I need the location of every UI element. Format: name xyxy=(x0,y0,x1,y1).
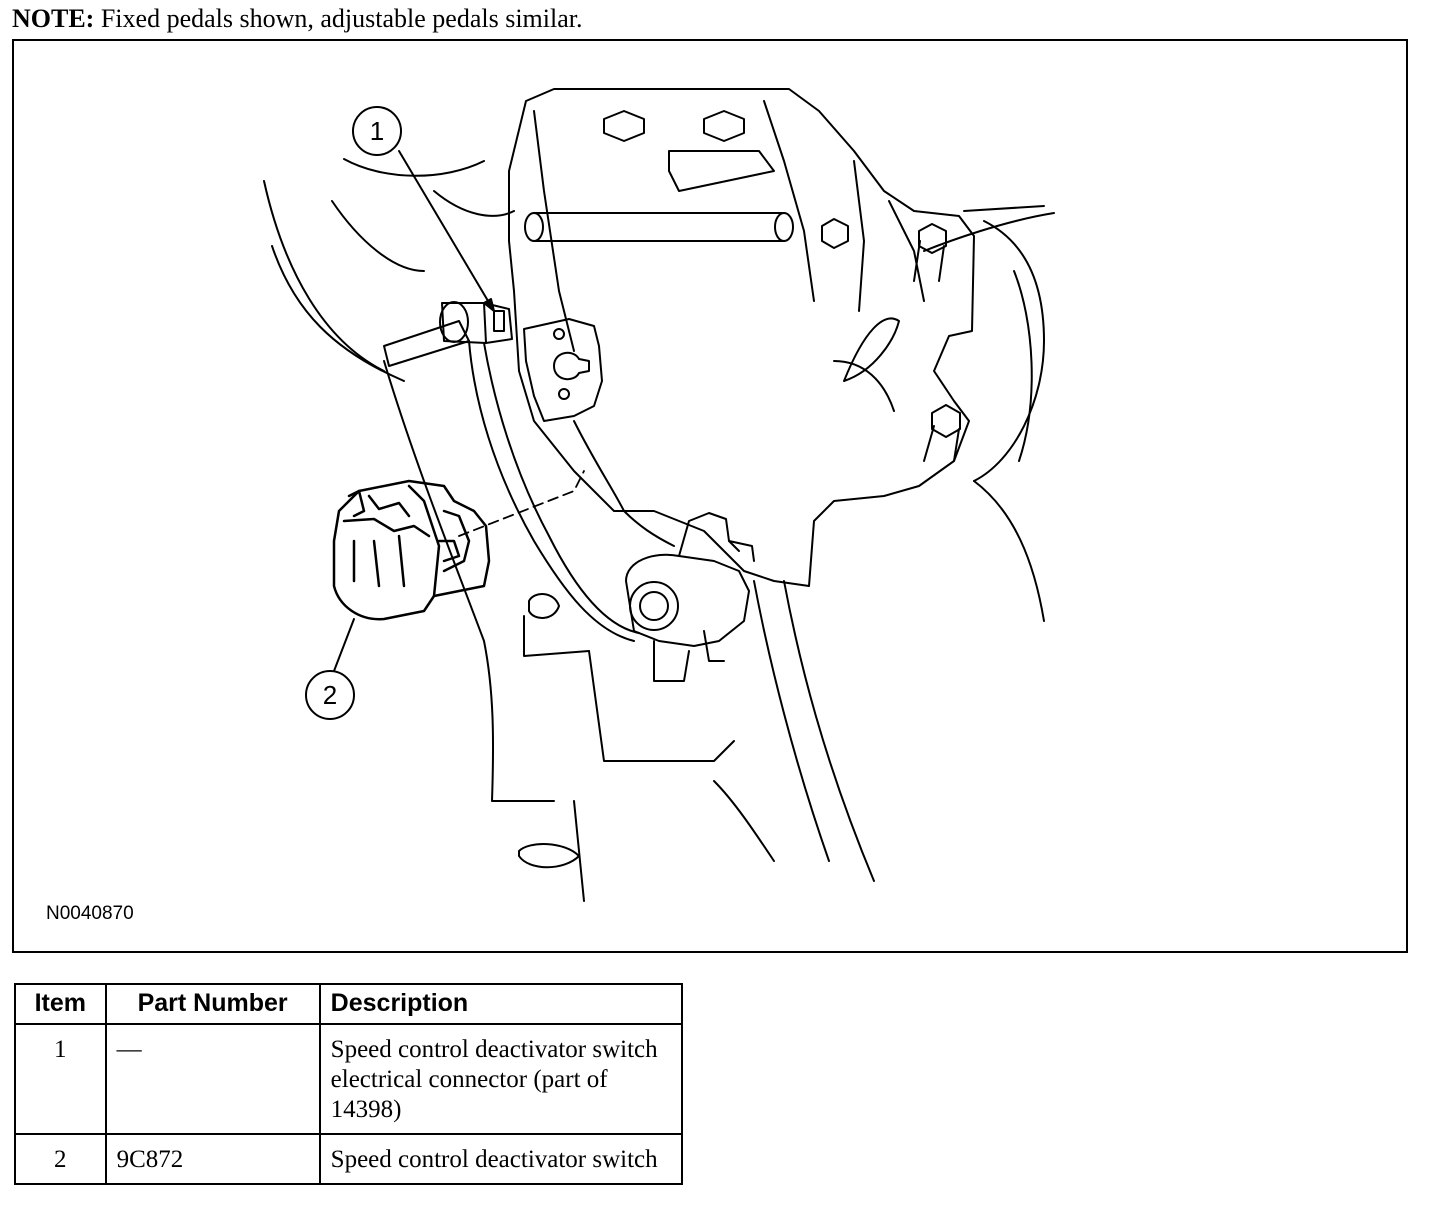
table-row: 2 9C872 Speed control deactivator switch xyxy=(14,1133,684,1185)
callout-1-number: 1 xyxy=(370,116,384,146)
header-item: Item xyxy=(14,983,107,1025)
mounting-bolts xyxy=(603,110,961,462)
header-part-number: Part Number xyxy=(104,983,321,1025)
lower-bracket xyxy=(383,360,735,902)
callout-2-circle xyxy=(305,670,355,720)
right-structure-shapes xyxy=(833,205,1045,622)
diagram-figure: 1 2 N0040870 xyxy=(12,39,1408,953)
note-label: NOTE: xyxy=(12,4,95,33)
deactivator-switch xyxy=(332,479,491,621)
pedal-pivot-shaft xyxy=(524,212,794,242)
parts-table: Item Part Number Description 1 — Speed c… xyxy=(14,983,684,1185)
callout-1-arrowhead xyxy=(483,298,495,312)
row-description: Speed control deactivator switch xyxy=(318,1133,684,1185)
callout-2-leader xyxy=(333,618,355,672)
dash-panel-shape xyxy=(263,158,515,382)
installation-guide-line xyxy=(458,470,585,537)
callout-1-circle xyxy=(352,106,402,156)
brake-pedal-arm xyxy=(713,580,875,882)
figure-id: N0040870 xyxy=(46,903,134,924)
switch-mounting-bracket xyxy=(523,318,603,422)
row-item: 2 xyxy=(14,1133,107,1185)
note-line: NOTE: Fixed pedals shown, adjustable ped… xyxy=(12,2,583,36)
table-header-row: Item Part Number Description xyxy=(14,983,684,1025)
wiring-harness xyxy=(383,212,1055,642)
table-row: 1 — Speed control deactivator switch ele… xyxy=(14,1023,684,1135)
row-part-number: — xyxy=(104,1023,321,1135)
row-item: 1 xyxy=(14,1023,107,1135)
header-description: Description xyxy=(318,983,684,1025)
installed-switch xyxy=(625,512,755,682)
callout-2-number: 2 xyxy=(323,680,337,710)
callout-2: 2 xyxy=(305,618,355,720)
pedal-bracket xyxy=(508,88,975,587)
callout-1: 1 xyxy=(352,106,495,312)
row-description: Speed control deactivator switch electri… xyxy=(318,1023,684,1135)
note-text: Fixed pedals shown, adjustable pedals si… xyxy=(100,4,583,33)
callout-1-leader xyxy=(398,150,495,312)
pedal-assembly-illustration: 1 2 xyxy=(263,88,1055,902)
row-part-number: 9C872 xyxy=(104,1133,321,1185)
deactivator-switch-connector xyxy=(439,301,513,344)
